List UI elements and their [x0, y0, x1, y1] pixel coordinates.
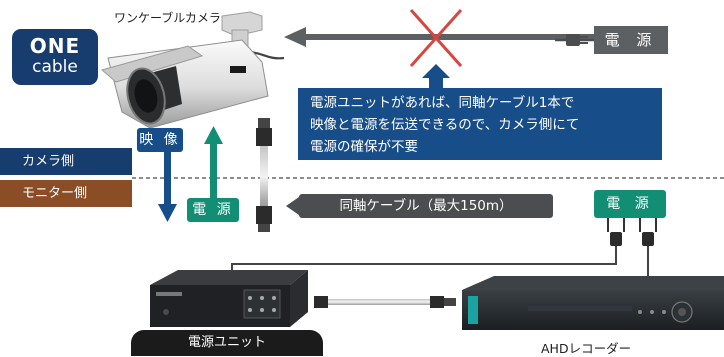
plug-icon	[555, 34, 594, 46]
note-line-1: 電源ユニットがあれば、同軸ケーブル1本で	[310, 95, 575, 111]
power-unit-label: 電源ユニット	[131, 330, 323, 356]
note-box: 電源ユニットがあれば、同軸ケーブル1本で 映像と電源を伝送できるので、カメラ側に…	[298, 88, 662, 160]
recorder-image	[462, 276, 724, 330]
camera-label: ワンケーブルカメラ	[114, 11, 221, 25]
video-label: 映 像	[137, 128, 183, 152]
dual-plug-icon	[607, 218, 657, 246]
coax-cable-vertical	[256, 118, 272, 232]
logo-line-1: ONE	[29, 34, 81, 58]
coax-cable-label: 同軸ケーブル（最大150m）	[299, 194, 553, 218]
monitor-side-band: モニター側	[0, 180, 132, 207]
power-unit-image	[150, 270, 308, 327]
coax-cable-horizontal	[314, 296, 456, 308]
power-up-arrow	[204, 126, 223, 198]
power-label-top: 電 源	[594, 26, 668, 54]
camera-image	[100, 11, 269, 129]
cross-mark-icon	[409, 9, 463, 67]
recorder-label: AHDレコーダー	[541, 341, 632, 356]
logo-line-2: cable	[32, 57, 78, 77]
note-line-2: 映像と電源を伝送できるので、カメラ側にて	[310, 117, 580, 133]
power-label-bottom: 電 源	[594, 190, 666, 218]
note-line-3: 電源の確保が不要	[310, 139, 418, 155]
video-down-arrow	[158, 152, 177, 222]
camera-side-band: カメラ側	[0, 148, 132, 175]
coax-label-pointer	[286, 197, 299, 215]
one-cable-logo: ONE cable	[12, 29, 98, 85]
note-pointer-arrow	[422, 64, 450, 88]
blocked-power-arrow	[284, 27, 594, 47]
power-label-mid: 電 源	[187, 198, 239, 222]
